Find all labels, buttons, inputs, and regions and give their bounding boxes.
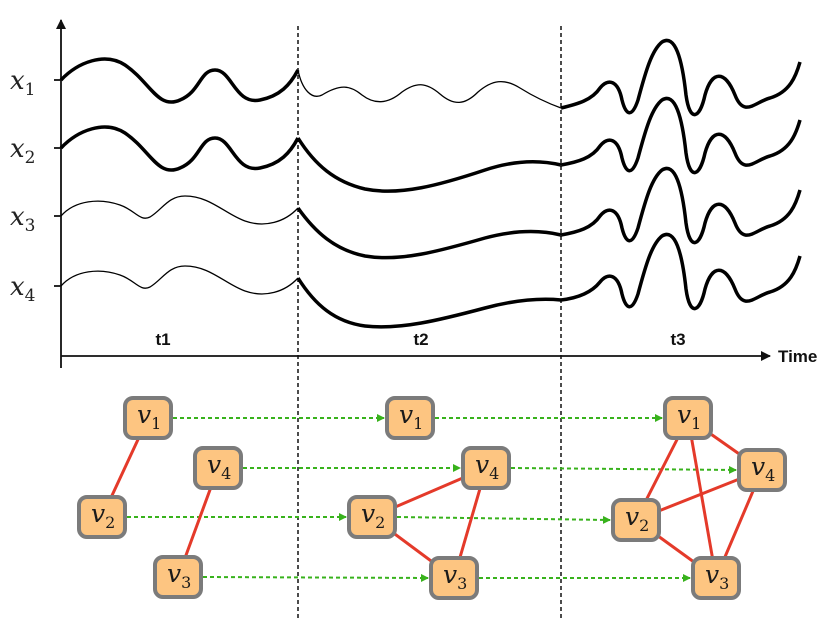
series-x3-segment-t1 (60, 195, 299, 225)
node-label: v2 (91, 499, 115, 532)
node-label: v4 (751, 452, 775, 485)
node-v1-t2: v1 (385, 396, 435, 440)
series-label-x4: x4 (10, 272, 36, 306)
series-label-x3: x3 (10, 202, 36, 236)
edge-v1-v3-t3 (686, 416, 718, 580)
temporal-link-v2-t2-t3 (396, 515, 611, 524)
series-x2-segment-t1 (59, 125, 300, 172)
graph-nodes: v1 v4 v2 v3 v1 v4 v2 v3 v1 v4 v2 v3 (77, 396, 787, 600)
node-label: v2 (361, 499, 385, 532)
series-x1-segment-t2 (297, 69, 562, 109)
series-x2-segment-t2 (296, 137, 562, 193)
node-v4-t2: v4 (461, 446, 511, 490)
node-box (663, 396, 713, 440)
node-label: v3 (443, 560, 467, 593)
node-box (193, 446, 243, 490)
series-label-x1: x1 (10, 66, 36, 100)
node-box (691, 556, 741, 600)
node-label: v4 (207, 450, 231, 483)
node-v3-t2: v3 (429, 556, 479, 600)
node-box (611, 498, 661, 542)
series-x4-segment-t3 (560, 232, 802, 311)
series-x1-segment-t1 (59, 57, 300, 104)
temporal-link-v4-t2-t3 (510, 465, 737, 474)
series-label-x2: x2 (10, 134, 36, 168)
node-label: v1 (677, 400, 701, 433)
node-box (347, 495, 397, 539)
series-x2-segment-t3 (560, 96, 802, 175)
node-box (737, 448, 787, 492)
node-label: v3 (705, 560, 729, 593)
temporal-link-v3-t1-t2 (202, 573, 429, 582)
node-box (385, 396, 435, 440)
node-v2-t3: v2 (611, 498, 661, 542)
series-x4-segment-t2 (296, 277, 562, 329)
node-box (429, 556, 479, 600)
node-box (123, 396, 173, 440)
node-v4-t3: v4 (737, 448, 787, 492)
series-x4-segment-t1 (60, 265, 299, 295)
node-v1-t1: v1 (123, 396, 173, 440)
segment-label-t1: t1 (155, 330, 170, 349)
node-label: v1 (399, 400, 423, 433)
node-v2-t1: v2 (77, 495, 127, 539)
graph-edges (100, 416, 764, 580)
temporal-links (127, 414, 737, 582)
node-box (77, 495, 127, 539)
series-x3-segment-t2 (296, 206, 562, 260)
node-label: v2 (625, 502, 649, 535)
segment-label-t2: t2 (413, 330, 428, 349)
node-v1-t3: v1 (663, 396, 713, 440)
node-box (461, 446, 511, 490)
node-label: v1 (137, 400, 161, 433)
series-x3-segment-t3 (560, 166, 802, 245)
node-v4-t1: v4 (193, 446, 243, 490)
series-x1-segment-t3 (560, 38, 802, 117)
node-box (153, 555, 203, 599)
node-label: v3 (167, 559, 191, 592)
node-v2-t2: v2 (347, 495, 397, 539)
node-label: v4 (475, 450, 499, 483)
segment-label-t3: t3 (670, 330, 685, 349)
time-axis-label: Time (778, 347, 817, 366)
node-v3-t3: v3 (691, 556, 741, 600)
node-v3-t1: v3 (153, 555, 203, 599)
